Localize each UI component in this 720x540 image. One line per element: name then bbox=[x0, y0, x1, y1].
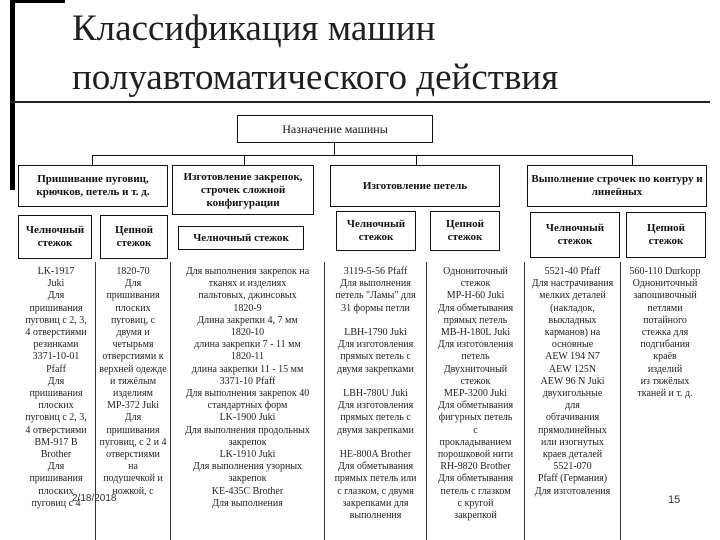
column-bartacks: Для выполнения закрепок на тканях и изде… bbox=[185, 266, 310, 509]
stitch-box-contour-lock: Челночный стежок bbox=[530, 212, 620, 258]
column-holes-chain: Однониточный стежок MP-H-60 Juki Для обм… bbox=[437, 266, 514, 522]
title-rule bbox=[10, 101, 710, 103]
stitch-box-bartacks-lock: Челночный стежок bbox=[178, 226, 304, 250]
connector-horizontal bbox=[92, 155, 632, 156]
stitch-box-buttons-chain: Цепной стежок bbox=[100, 215, 168, 259]
top-accent-bar bbox=[10, 0, 65, 3]
category-box-buttons: Пришивание пуговиц, крючков, петель и т.… bbox=[18, 165, 168, 207]
column-divider-1 bbox=[95, 262, 96, 540]
page-number: 15 bbox=[668, 494, 681, 506]
category-box-bartacks: Изготовление закрепок, строчек сложной к… bbox=[172, 165, 314, 215]
column-divider-3 bbox=[324, 262, 325, 540]
column-holes-lock: 3119-5-56 Pfaff Для выполнения петель "Л… bbox=[334, 266, 417, 522]
connector-root-down bbox=[334, 143, 335, 155]
left-accent-bar bbox=[10, 0, 15, 190]
column-contour-lock: 5521-40 Pfaff Для настрачивания мелких д… bbox=[531, 266, 614, 497]
column-buttons-chain: 1820-70 Для пришивания плоских пуговиц, … bbox=[99, 266, 167, 497]
stitch-box-contour-chain: Цепной стежок bbox=[626, 212, 706, 258]
column-divider-2 bbox=[170, 262, 171, 540]
category-box-buttonholes: Изготовление петель bbox=[330, 165, 500, 207]
stitch-box-holes-chain: Цепной стежок bbox=[430, 211, 500, 251]
root-box: Назначение машины bbox=[237, 115, 433, 143]
connector-cat2 bbox=[244, 155, 245, 165]
connector-cat3 bbox=[416, 155, 417, 165]
footer-date: 2/18/2018 bbox=[72, 493, 117, 504]
category-box-contour: Выполнение строчек по контуру и линейных bbox=[527, 165, 707, 207]
column-divider-5 bbox=[524, 262, 525, 540]
column-contour-chain: 560-110 Durkopp Однониточный запошивочны… bbox=[629, 266, 701, 400]
stitch-box-buttons-lock: Челночный стежок bbox=[18, 215, 92, 259]
connector-cat4 bbox=[632, 155, 633, 165]
connector-cat1 bbox=[92, 155, 93, 165]
slide-title: Классификация машин полуавтоматического … bbox=[72, 8, 559, 98]
column-divider-6 bbox=[620, 262, 621, 540]
column-divider-4 bbox=[426, 262, 427, 540]
column-buttons-lock: LK-1917 Juki Для пришивания пуговиц с 2,… bbox=[25, 266, 87, 509]
stitch-box-holes-lock: Челночный стежок bbox=[336, 211, 416, 251]
